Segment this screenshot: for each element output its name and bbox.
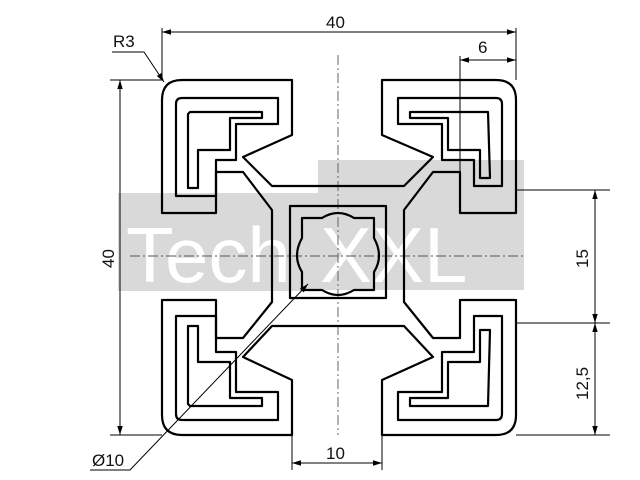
watermark-box-left: [118, 193, 318, 291]
corner-slot-bottom-right: [408, 328, 492, 408]
central-core-outline: [288, 204, 388, 300]
dim-slot-width-bottom: 10: [326, 444, 345, 463]
corner-chamber-top-right: [396, 96, 504, 188]
corner-slot-bottom-left: [186, 324, 264, 408]
central-bore: [295, 211, 381, 297]
leader-bore: [90, 283, 309, 471]
dimension-labels: 40 6 R3 40 15 12,5 Ø10 10: [92, 13, 592, 470]
dim-slot-pitch-right: 15: [573, 249, 592, 268]
dim-edge-right: 12,5: [573, 367, 592, 400]
dim-height-left: 40: [99, 249, 118, 268]
corner-slot-top-left: [186, 110, 264, 190]
leader-radius: [112, 51, 165, 83]
corner-chamber-top-left: [174, 96, 280, 198]
watermark-text-right: XXL: [320, 211, 467, 299]
profile-section: [160, 78, 518, 437]
dim-slot-offset-top: 6: [478, 38, 487, 57]
dimension-lines: [90, 29, 598, 471]
watermark: Tech XXL: [118, 160, 524, 299]
profile-outer-contour: [160, 78, 518, 437]
corner-slot-top-right: [408, 110, 492, 180]
corner-chamber-bottom-right: [396, 314, 504, 422]
dim-width-top: 40: [326, 13, 345, 32]
watermark-box-right: [318, 160, 524, 290]
watermark-text-left: Tech: [126, 211, 291, 299]
dim-radius: R3: [113, 32, 135, 51]
dim-bore-diameter: Ø10: [92, 451, 124, 470]
corner-chamber-bottom-left: [174, 314, 280, 422]
